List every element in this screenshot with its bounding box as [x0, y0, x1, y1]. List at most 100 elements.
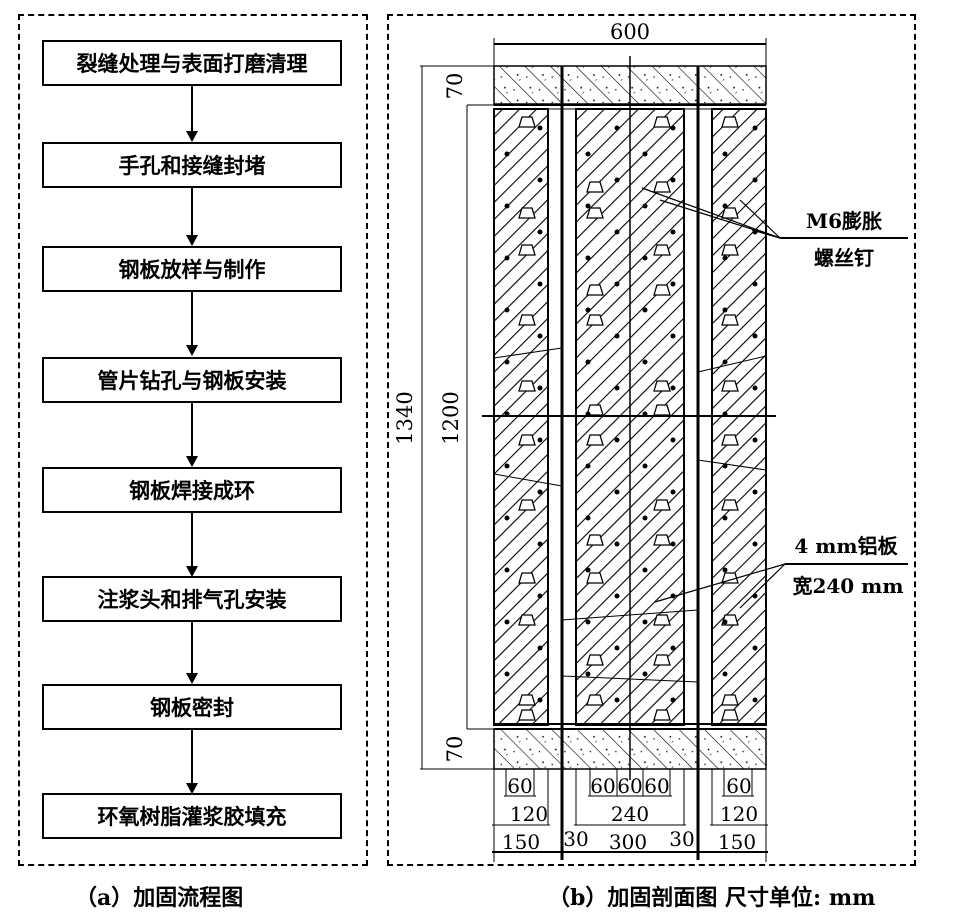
rivet-dot: [752, 645, 758, 651]
caption-a: （a）加固流程图: [75, 885, 244, 911]
dim-mid-60a: 60: [590, 774, 615, 798]
rivet-dot: [642, 411, 648, 417]
rivet-dot: [752, 697, 758, 703]
bolt-label-line2: 螺丝钉: [814, 246, 874, 270]
anchor-bolt-icon: [586, 284, 604, 296]
anchor-bolt-icon: [653, 284, 671, 296]
rivet-dot: [614, 489, 620, 495]
anchor-bolt-icon: [721, 244, 739, 256]
rivet-dot: [614, 125, 620, 131]
rivet-dot: [670, 437, 676, 443]
anchor-bolt-icon: [653, 244, 671, 256]
anchor-bolt-icon: [721, 116, 739, 128]
rivet-dot: [504, 515, 510, 521]
anchor-bolt-icon: [518, 380, 536, 392]
rivet-dot: [722, 411, 728, 417]
rivet-dot: [642, 619, 648, 625]
anchor-bolt-icon: [721, 572, 739, 584]
plate-label-line2: 宽240 mm: [792, 574, 903, 598]
bolt-markers: [504, 116, 758, 721]
rivet-dot: [537, 281, 543, 287]
anchor-bolt-icon: [653, 534, 671, 546]
rivet-dot: [537, 593, 543, 599]
rivet-dot: [614, 385, 620, 391]
rivet-dot: [642, 359, 648, 365]
rivet-dot: [670, 541, 676, 547]
flowchart-panel: [18, 14, 368, 866]
rivet-dot: [537, 385, 543, 391]
rivet-dot: [614, 229, 620, 235]
dim-mid-240: 240: [611, 802, 649, 826]
anchor-bolt-icon: [721, 314, 739, 326]
rivet-dot: [670, 489, 676, 495]
rivet-dot: [585, 463, 591, 469]
dim-top-width: 600: [610, 20, 650, 44]
rivet-dot: [642, 671, 648, 677]
dim-total-height: 1340: [393, 391, 417, 444]
anchor-bolt-icon: [518, 572, 536, 584]
rivet-dot: [722, 151, 728, 157]
rivet-dot: [614, 333, 620, 339]
flow-step-3: 钢板放样与制作: [42, 246, 342, 292]
anchor-bolt-icon: [721, 207, 739, 219]
rivet-dot: [614, 645, 620, 651]
rivet-dot: [614, 437, 620, 443]
dim-mid-300: 300: [609, 830, 647, 854]
dim-mid-60b: 60: [617, 774, 642, 798]
rivet-dot: [537, 437, 543, 443]
rivet-dot: [670, 125, 676, 131]
rivet-dot: [585, 307, 591, 313]
anchor-bolt-icon: [653, 181, 671, 193]
rivet-dot: [504, 307, 510, 313]
anchor-bolt-icon: [653, 499, 671, 511]
anchor-bolt-icon: [586, 654, 604, 666]
plate-label-line1: 4 mm铝板: [794, 534, 898, 558]
dim-left-120: 120: [510, 802, 548, 826]
rivet-dot: [642, 151, 648, 157]
rivet-dot: [585, 151, 591, 157]
anchor-bolt-icon: [586, 207, 604, 219]
anchor-bolt-icon: [653, 116, 671, 128]
anchor-bolt-icon: [721, 380, 739, 392]
rivet-dot: [722, 567, 728, 573]
rivet-dot: [670, 229, 676, 235]
rivet-dot: [642, 255, 648, 261]
rivet-dot: [752, 385, 758, 391]
rivet-dot: [614, 177, 620, 183]
rivet-dot: [537, 177, 543, 183]
rivet-dot: [752, 125, 758, 131]
rivet-dot: [722, 619, 728, 625]
dim-right-60: 60: [726, 774, 751, 798]
rivet-dot: [642, 307, 648, 313]
dim-left-60: 60: [507, 774, 532, 798]
dim-right-150: 150: [718, 830, 756, 854]
dim-mid-60c: 60: [644, 774, 669, 798]
rivet-dot: [642, 567, 648, 573]
rivet-dot: [585, 567, 591, 573]
flow-arrow: [186, 292, 198, 356]
anchor-bolt-icon: [586, 434, 604, 446]
anchor-bolt-icon: [518, 614, 536, 626]
rivet-dot: [670, 281, 676, 287]
rivet-dot: [504, 359, 510, 365]
flow-arrow: [186, 513, 198, 577]
anchor-bolt-icon: [586, 314, 604, 326]
rivet-dot: [504, 203, 510, 209]
anchor-bolt-icon: [518, 499, 536, 511]
anchor-bolt-icon: [518, 434, 536, 446]
bolt-label-line1: M6膨胀: [806, 209, 882, 233]
rivet-dot: [642, 463, 648, 469]
rivet-dot: [722, 255, 728, 261]
dim-bottom-slab: 70: [443, 736, 467, 763]
flow-arrow: [186, 730, 198, 794]
anchor-bolt-icon: [721, 694, 739, 706]
flow-step-1: 裂缝处理与表面打磨清理: [42, 40, 342, 86]
rivet-dot: [642, 203, 648, 209]
rivet-dot: [504, 671, 510, 677]
rivet-dot: [585, 255, 591, 261]
rivet-dot: [537, 489, 543, 495]
anchor-bolt-icon: [653, 380, 671, 392]
flow-step-4: 管片钻孔与钢板安装: [42, 357, 342, 403]
rivet-dot: [670, 697, 676, 703]
